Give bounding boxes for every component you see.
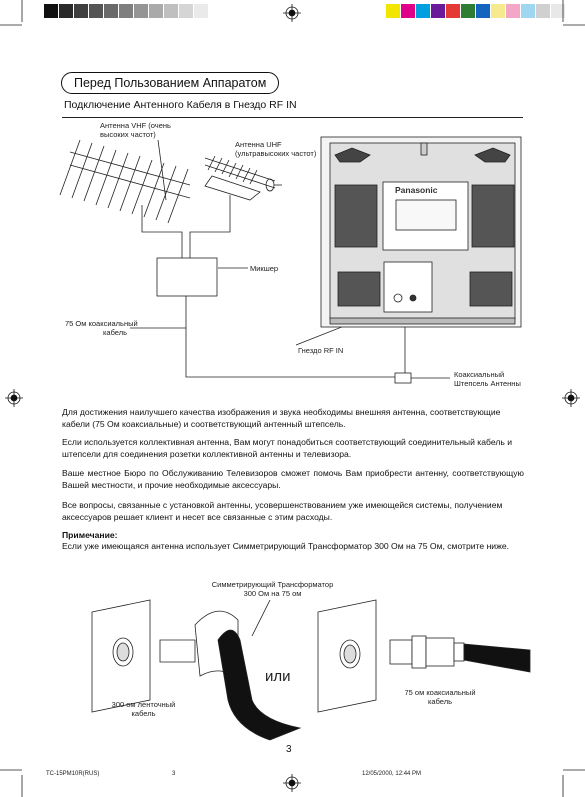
color-swatch bbox=[446, 4, 461, 18]
color-swatch bbox=[416, 4, 431, 18]
antenna-plug-label: Коаксиальный Штепсель Антенны bbox=[454, 370, 521, 388]
footer-right: 12/05/2000, 12:44 PM bbox=[362, 771, 422, 777]
or-label: или bbox=[265, 668, 291, 685]
registration-targets bbox=[5, 4, 580, 792]
color-swatch bbox=[74, 4, 89, 18]
color-swatch bbox=[386, 4, 401, 18]
paragraph-3: Ваше местное Бюро по Обслуживанию Телеви… bbox=[62, 468, 524, 490]
color-swatch bbox=[179, 4, 194, 18]
vhf-antenna-illustration bbox=[59, 139, 191, 224]
color-swatch bbox=[89, 4, 104, 18]
tv-rear-illustration bbox=[320, 136, 522, 328]
printer-color-bar bbox=[386, 4, 566, 18]
color-swatch bbox=[476, 4, 491, 18]
color-swatch bbox=[149, 4, 164, 18]
rf-in-label: Гнездо RF IN bbox=[298, 346, 344, 355]
mixer-box bbox=[156, 257, 218, 297]
coax-plug bbox=[394, 372, 412, 384]
uhf-antenna-illustration bbox=[204, 155, 282, 201]
coax-cable-bottom-label: 75 ом коаксиальный кабель bbox=[404, 688, 476, 706]
color-swatch bbox=[401, 4, 416, 18]
note-heading: Примечание: bbox=[62, 530, 118, 540]
color-swatch bbox=[134, 4, 149, 18]
paragraph-2: Если используется коллективная антенна, … bbox=[62, 437, 513, 459]
color-swatch bbox=[119, 4, 134, 18]
balun-label: Симметрирующий Трансформатор 300 Ом на 7… bbox=[211, 580, 334, 598]
color-swatch bbox=[194, 4, 209, 18]
color-swatch bbox=[551, 4, 566, 18]
header-rule bbox=[62, 117, 523, 118]
uhf-antenna-label: Антенна UHF (ультравысоких частот) bbox=[235, 140, 317, 158]
subheading: Подключение Антенного Кабеля в Гнездо RF… bbox=[64, 99, 297, 111]
color-swatch bbox=[536, 4, 551, 18]
footer-left: TC-15PM10R(RUS) bbox=[46, 771, 100, 777]
color-swatch bbox=[431, 4, 446, 18]
balun-diagram bbox=[91, 599, 531, 741]
color-swatch bbox=[521, 4, 536, 18]
mixer-label: Микшер bbox=[250, 264, 279, 273]
color-swatch bbox=[506, 4, 521, 18]
color-swatch bbox=[491, 4, 506, 18]
paragraph-4: Все вопросы, связанные с установкой анте… bbox=[62, 500, 503, 522]
vhf-antenna-label: Антенна VHF (очень высоких частот) bbox=[100, 121, 171, 139]
feed-lines bbox=[130, 195, 450, 384]
footer-center: 3 bbox=[172, 771, 176, 777]
paragraph-1: Для достижения наилучшего качества изобр… bbox=[62, 407, 501, 429]
color-swatch bbox=[461, 4, 476, 18]
color-swatch bbox=[59, 4, 74, 18]
color-swatch bbox=[164, 4, 179, 18]
printer-gray-bar bbox=[44, 4, 209, 18]
tv-brand-logo: Panasonic bbox=[395, 185, 438, 195]
page-number: 3 bbox=[286, 744, 292, 755]
section-title: Перед Пользованием Аппаратом bbox=[61, 72, 280, 94]
note-text: Если уже имеющаяся антенна использует Си… bbox=[62, 541, 510, 551]
color-swatch bbox=[104, 4, 119, 18]
ribbon-cable-label: 300 ом ленточный кабель bbox=[111, 700, 176, 718]
color-swatch bbox=[44, 4, 59, 18]
coax-cable-label: 75 Ом коаксиальный кабель bbox=[65, 319, 138, 337]
